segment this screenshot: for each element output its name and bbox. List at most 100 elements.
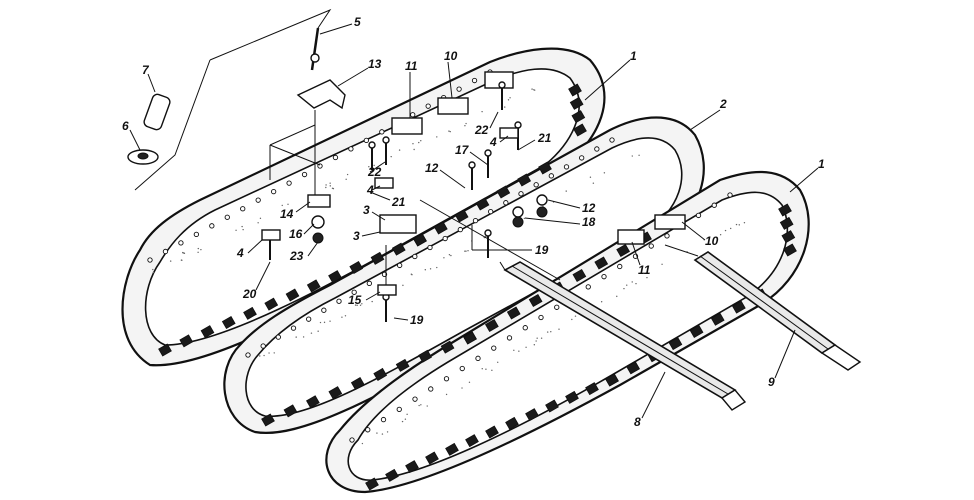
belt-speck	[424, 269, 427, 271]
belt-lug	[221, 315, 236, 330]
belt-speck	[497, 361, 499, 363]
belt-speck	[436, 266, 438, 269]
belt-lug	[158, 343, 172, 357]
belt-speck	[464, 250, 466, 252]
callout-label: 17	[455, 143, 470, 157]
belt-speck	[481, 368, 483, 370]
belt-speck	[183, 252, 186, 255]
belt-speck	[263, 354, 265, 357]
belt-speck	[616, 295, 618, 298]
belt-hole	[522, 325, 528, 331]
belt-hole	[301, 171, 308, 178]
fastener-parts	[127, 27, 686, 322]
belt-hole	[224, 214, 230, 220]
belt-hole	[563, 164, 570, 170]
belt-speck	[310, 332, 313, 334]
belt-speck	[464, 125, 466, 127]
belt-speck	[525, 346, 527, 348]
belt-speck	[376, 432, 378, 434]
belt-hole	[472, 217, 479, 224]
belt-speck	[413, 148, 415, 151]
belt-speck	[638, 154, 640, 157]
belt-speck	[623, 287, 625, 290]
callout-label: 23	[289, 249, 304, 263]
belt-speck	[344, 315, 347, 317]
belt-hole	[348, 146, 354, 152]
belt-speck	[513, 349, 515, 352]
callout-labels: 1 1 2 3 3 4 4 4 5 6 7 8 9 10 10 11 11 12	[122, 15, 825, 429]
belt-lug	[391, 242, 406, 256]
belt-hole	[533, 182, 539, 188]
belt-speck	[565, 190, 567, 192]
belt-texture	[152, 88, 746, 445]
belt-speck	[329, 320, 331, 322]
bolt-head	[368, 141, 376, 149]
belt-speck	[504, 106, 506, 108]
belt-speck	[181, 259, 183, 261]
belt-lug	[485, 425, 499, 439]
belt-speck	[398, 149, 401, 151]
belt-lug	[626, 361, 641, 375]
belt-speck	[735, 223, 738, 226]
belt-lug	[781, 230, 796, 244]
belt-speck	[371, 300, 373, 303]
belt-speck	[241, 225, 243, 228]
belt-speck	[295, 336, 297, 338]
belt-hole	[379, 129, 385, 135]
belt-speck	[467, 250, 469, 252]
callout-label: 21	[537, 131, 552, 145]
belt-lug	[463, 331, 477, 345]
belt-lug	[565, 390, 579, 404]
belt-hole	[260, 343, 266, 349]
belt-hole	[178, 240, 184, 246]
belt-hole	[471, 77, 478, 84]
belt-lug	[710, 312, 725, 326]
belt-hole	[456, 86, 462, 92]
belt-speck	[523, 217, 526, 220]
belt-hole	[321, 307, 327, 313]
belt-hole	[594, 146, 600, 152]
belt-speck	[197, 247, 200, 250]
belt-hole	[275, 334, 281, 340]
belt-speck	[268, 352, 270, 354]
belt-speck	[461, 387, 463, 389]
belt-speck	[390, 155, 392, 158]
belt-lug	[243, 306, 257, 320]
belt-speck	[540, 337, 543, 339]
belt-hole	[457, 226, 463, 233]
belt-hole	[727, 192, 733, 198]
belt-speck	[361, 303, 363, 305]
belt-speck	[197, 251, 199, 254]
belt-lug	[306, 395, 320, 409]
belt-speck	[661, 263, 663, 265]
belt-hole	[554, 304, 560, 310]
belt-hole	[579, 155, 585, 161]
belt-speck	[626, 284, 628, 286]
belt-lug	[440, 340, 455, 354]
callout-label: 20	[242, 287, 257, 301]
belt-hole	[366, 280, 372, 286]
belt-hole	[410, 112, 416, 118]
belt-speck	[420, 140, 422, 142]
belt-speck	[550, 331, 552, 333]
belt-lug	[538, 161, 552, 175]
belt-lug	[445, 442, 459, 456]
belt-speck	[323, 321, 326, 324]
belt-lug	[572, 268, 587, 283]
belt-speck	[354, 304, 357, 306]
belt-lug	[328, 386, 343, 400]
belt-speck	[449, 130, 451, 133]
belt-speck	[436, 136, 438, 138]
belt-lug	[517, 173, 532, 187]
belt-speck	[558, 328, 560, 330]
belt-speck	[531, 88, 533, 90]
belt-speck	[402, 284, 404, 287]
callout-label: 16	[289, 227, 303, 241]
belt-speck	[465, 250, 467, 252]
belt-speck	[169, 260, 172, 262]
belt-speck	[420, 404, 422, 406]
belt-speck	[257, 222, 259, 224]
belt-lug	[306, 279, 321, 293]
belt-lug	[179, 334, 194, 348]
